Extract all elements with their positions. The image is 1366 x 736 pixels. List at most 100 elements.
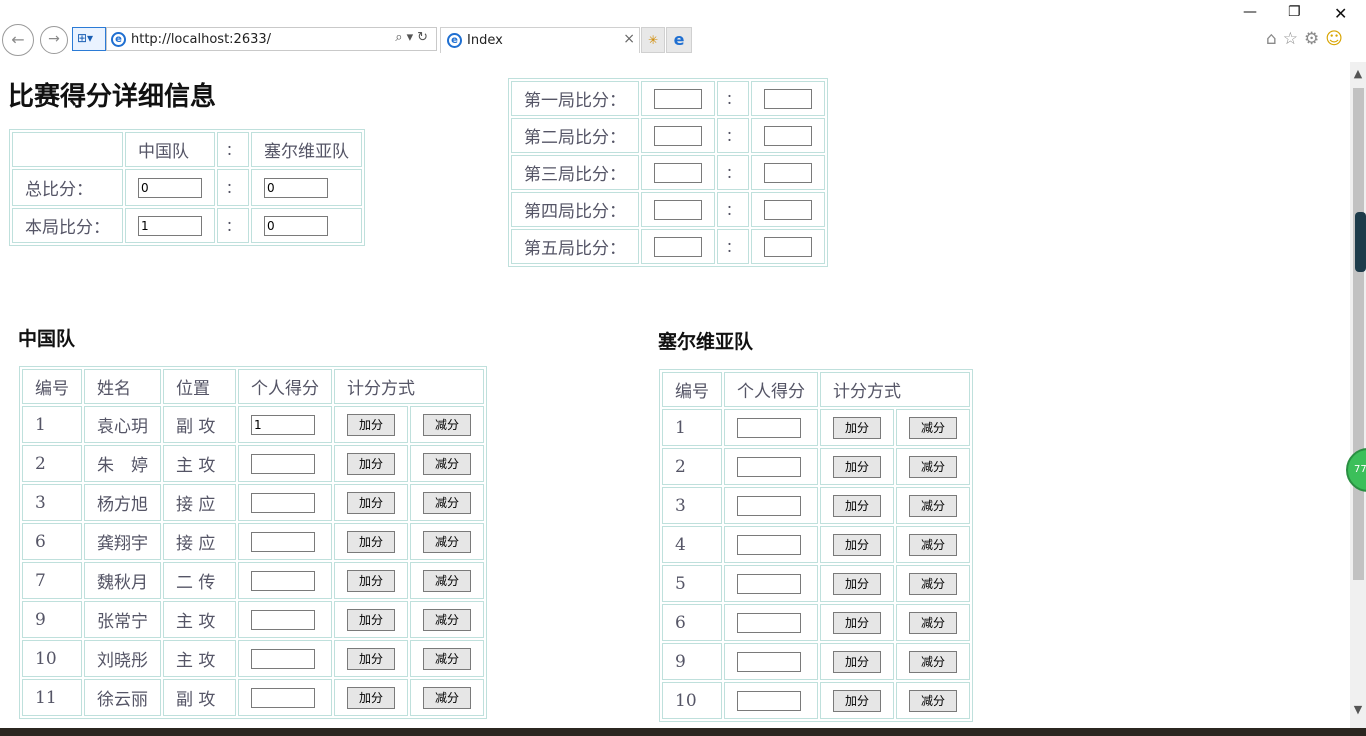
summary-header-team-a: 中国队 <box>125 132 215 167</box>
add-point-button[interactable]: 加分 <box>833 572 881 595</box>
edge-button[interactable]: e <box>666 27 692 53</box>
subtract-point-button[interactable]: 减分 <box>423 569 471 592</box>
player-score-cell <box>724 604 818 641</box>
subtract-point-button[interactable]: 减分 <box>909 611 957 634</box>
total-score-a-input[interactable] <box>138 178 202 198</box>
gear-icon[interactable]: ⚙ <box>1304 29 1326 49</box>
add-point-button[interactable]: 加分 <box>347 686 395 709</box>
player-score-input[interactable] <box>251 493 315 513</box>
set-score-b-input[interactable] <box>764 89 812 109</box>
player-score-input[interactable] <box>251 454 315 474</box>
player-score-cell <box>238 445 332 482</box>
address-bar[interactable]: e http://localhost:2633/ ⌕▾↻ <box>106 27 437 51</box>
player-score-input[interactable] <box>737 652 801 672</box>
restore-icon[interactable]: ❐ <box>1288 4 1301 20</box>
add-point-button[interactable]: 加分 <box>347 530 395 553</box>
player-score-input[interactable] <box>251 649 315 669</box>
player-score-input[interactable] <box>251 610 315 630</box>
set-score-b-input[interactable] <box>764 237 812 257</box>
player-number: 6 <box>22 523 82 560</box>
add-point-button[interactable]: 加分 <box>347 491 395 514</box>
add-point-button[interactable]: 加分 <box>833 533 881 556</box>
player-number: 10 <box>22 640 82 677</box>
minimize-icon[interactable]: — <box>1243 4 1257 20</box>
back-button[interactable]: ← <box>2 24 34 56</box>
player-score-input[interactable] <box>737 691 801 711</box>
subtract-point-button[interactable]: 减分 <box>423 608 471 631</box>
add-point-button[interactable]: 加分 <box>833 689 881 712</box>
subtract-point-button[interactable]: 减分 <box>909 689 957 712</box>
subtract-point-button[interactable]: 减分 <box>423 491 471 514</box>
player-score-input[interactable] <box>251 688 315 708</box>
subtract-point-button[interactable]: 减分 <box>909 650 957 673</box>
player-score-cell <box>724 643 818 680</box>
set-score-b-input[interactable] <box>764 200 812 220</box>
player-position: 二 传 <box>163 562 236 599</box>
subtract-point-button[interactable]: 减分 <box>909 533 957 556</box>
set-score-b-input[interactable] <box>764 126 812 146</box>
add-point-button[interactable]: 加分 <box>833 416 881 439</box>
player-score-input[interactable] <box>737 535 801 555</box>
page-content: 比赛得分详细信息 中国队 ： 塞尔维亚队 总比分： ： 本局比分： ： 第一局比… <box>0 62 1350 728</box>
player-score-input[interactable] <box>251 415 315 435</box>
add-point-button[interactable]: 加分 <box>347 413 395 436</box>
scroll-down-icon[interactable]: ▼ <box>1353 703 1363 716</box>
new-tab-button[interactable]: ✳ <box>641 27 665 53</box>
address-search-refresh-icon[interactable]: ⌕▾↻ <box>395 30 432 45</box>
set-score-a-input[interactable] <box>654 126 702 146</box>
subtract-point-button[interactable]: 减分 <box>909 416 957 439</box>
scroll-up-icon[interactable]: ▲ <box>1353 67 1363 80</box>
set-score-b-input[interactable] <box>764 163 812 183</box>
total-score-b-input[interactable] <box>264 178 328 198</box>
add-point-button[interactable]: 加分 <box>833 455 881 478</box>
add-cell: 加分 <box>820 526 894 563</box>
home-icon[interactable]: ⌂ <box>1266 29 1283 49</box>
player-score-input[interactable] <box>251 571 315 591</box>
player-score-input[interactable] <box>737 574 801 594</box>
subtract-point-button[interactable]: 减分 <box>909 494 957 517</box>
player-score-input[interactable] <box>737 457 801 477</box>
set-score-a-input[interactable] <box>654 163 702 183</box>
subtract-point-button[interactable]: 减分 <box>423 647 471 670</box>
add-point-button[interactable]: 加分 <box>833 650 881 673</box>
add-point-button[interactable]: 加分 <box>833 494 881 517</box>
player-number: 7 <box>22 562 82 599</box>
set-score-a-input[interactable] <box>654 200 702 220</box>
feedback-smiley-icon[interactable]: ☺ <box>1325 29 1350 49</box>
current-score-label: 本局比分： <box>12 208 123 243</box>
set-score-a-input[interactable] <box>654 89 702 109</box>
player-score-cell <box>724 448 818 485</box>
subtract-point-button[interactable]: 减分 <box>423 413 471 436</box>
set-row: 第三局比分：： <box>511 155 825 190</box>
subtract-point-button[interactable]: 减分 <box>423 686 471 709</box>
add-point-button[interactable]: 加分 <box>347 452 395 475</box>
vertical-scrollbar[interactable]: ▲ ▼ <box>1350 62 1366 728</box>
tab-close-icon[interactable]: × <box>623 31 635 47</box>
add-point-button[interactable]: 加分 <box>347 608 395 631</box>
close-window-icon[interactable]: ✕ <box>1334 4 1348 23</box>
current-score-b-input[interactable] <box>264 216 328 236</box>
current-score-a-input[interactable] <box>138 216 202 236</box>
compatibility-view-button[interactable]: ⊞▾ <box>72 27 106 51</box>
set-score-a-input[interactable] <box>654 237 702 257</box>
forward-button[interactable]: → <box>40 26 68 54</box>
favorites-star-icon[interactable]: ☆ <box>1282 29 1305 49</box>
player-score-input[interactable] <box>737 418 801 438</box>
player-score-input[interactable] <box>737 496 801 516</box>
player-score-input[interactable] <box>251 532 315 552</box>
subtract-point-button[interactable]: 减分 <box>909 572 957 595</box>
scroll-thumb[interactable] <box>1353 88 1364 580</box>
add-point-button[interactable]: 加分 <box>347 647 395 670</box>
subtract-point-button[interactable]: 减分 <box>423 452 471 475</box>
subtract-point-button[interactable]: 减分 <box>909 455 957 478</box>
add-point-button[interactable]: 加分 <box>347 569 395 592</box>
add-point-button[interactable]: 加分 <box>833 611 881 634</box>
subtract-point-button[interactable]: 减分 <box>423 530 471 553</box>
set-row: 第二局比分：： <box>511 118 825 153</box>
player-score-input[interactable] <box>737 613 801 633</box>
tab-index[interactable]: e Index × <box>440 27 640 53</box>
url-text[interactable]: http://localhost:2633/ <box>131 32 272 47</box>
